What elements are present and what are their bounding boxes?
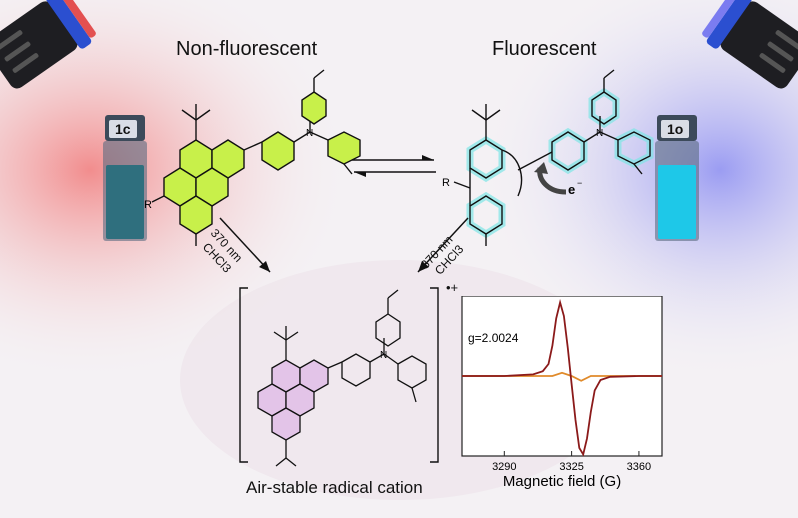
x-tick-label: 3290 <box>492 461 516 473</box>
vial-label-1o: 1o <box>661 120 690 138</box>
arrow-right-oxidation <box>417 217 469 273</box>
x-tick-label: 3325 <box>559 461 583 473</box>
svg-text:N: N <box>596 128 603 139</box>
molecule-open-form: R N e − <box>442 69 654 246</box>
chart-annotation-g-value: g=2.0024 <box>468 331 519 345</box>
heading-non-fluorescent: Non-fluorescent <box>176 38 318 60</box>
electron-charge: − <box>577 178 582 188</box>
r-substituent-right: R <box>442 177 450 189</box>
heading-fluorescent: Fluorescent <box>492 38 597 60</box>
flashlight-right-icon <box>702 0 798 89</box>
molecule-closed-form: R N <box>144 69 361 246</box>
radical-cation-charge: •+ <box>446 280 459 295</box>
flashlight-left-icon <box>0 0 96 89</box>
r-substituent-left: R <box>144 199 152 211</box>
arrow-left-oxidation <box>219 217 271 273</box>
vial-label-1c: 1c <box>109 120 137 138</box>
epr-spectrum-chart: 3290 3325 3360 g=2.0024 Magnetic field (G) <box>461 296 663 490</box>
equilibrium-arrows <box>352 155 436 177</box>
svg-text:N: N <box>306 128 313 139</box>
svg-text:N: N <box>380 350 387 361</box>
heading-radical-cation: Air-stable radical cation <box>246 478 423 497</box>
epr-series-main <box>462 298 662 457</box>
chart-x-axis-label: Magnetic field (G) <box>503 473 621 490</box>
x-tick-label: 3360 <box>627 461 651 473</box>
electron-label: e <box>568 182 575 197</box>
molecule-radical-cation: N <box>239 287 439 467</box>
